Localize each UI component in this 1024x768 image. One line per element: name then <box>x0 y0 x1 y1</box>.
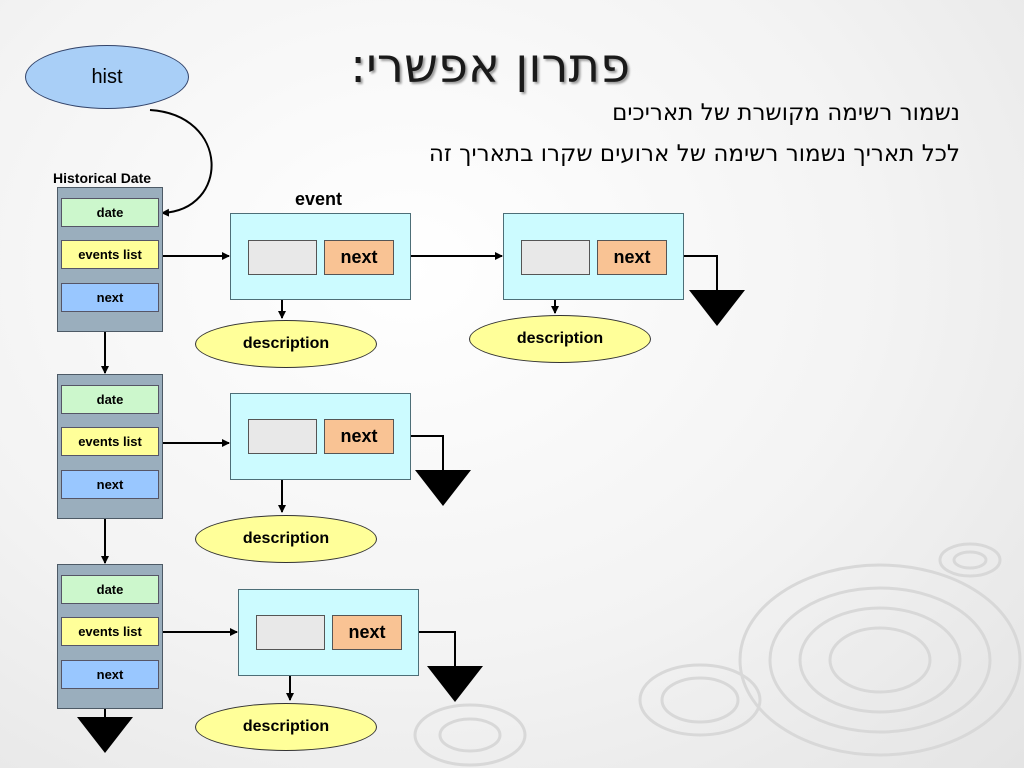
date-field: date <box>61 575 159 604</box>
null-triangle-events-1 <box>689 290 745 326</box>
event-next-box: next <box>332 615 402 650</box>
description-ellipse-1: description <box>195 320 377 368</box>
date-field: date <box>61 385 159 414</box>
event-pointer-box <box>248 419 317 454</box>
events-list-field: events list <box>61 617 159 646</box>
null-triangle-events-3 <box>427 666 483 702</box>
next-field: next <box>61 660 159 689</box>
event-next-box: next <box>324 240 394 275</box>
date-node-2: date events list next <box>57 374 163 519</box>
description-line-1: נשמור רשימה מקושרת של תאריכים <box>612 100 960 126</box>
date-node-1: date events list next <box>57 187 163 332</box>
date-field: date <box>61 198 159 227</box>
event-node-3: next <box>230 393 411 480</box>
event-node-1: next <box>230 213 411 300</box>
events-list-field: events list <box>61 427 159 456</box>
event-pointer-box <box>521 240 590 275</box>
event-next-box: next <box>324 419 394 454</box>
null-triangle-dates <box>77 717 133 753</box>
description-ellipse-4: description <box>195 703 377 751</box>
event-next-null-line-4 <box>401 631 456 666</box>
event-node-2: next <box>503 213 684 300</box>
slide-title: פתרון אפשרי: <box>349 38 631 94</box>
null-triangle-events-2 <box>415 470 471 506</box>
next-field: next <box>61 283 159 312</box>
historical-date-label: Historical Date <box>53 170 152 186</box>
event-next-box: next <box>597 240 667 275</box>
description-ellipse-2: description <box>469 315 651 363</box>
description-ellipse-3: description <box>195 515 377 563</box>
event-pointer-box <box>248 240 317 275</box>
hist-pointer-arrow <box>149 109 213 217</box>
next-field: next <box>61 470 159 499</box>
date-node-3: date events list next <box>57 564 163 709</box>
description-line-2: לכל תאריך נשמור רשימה של ארועים שקרו בתא… <box>428 141 960 167</box>
event-node-4: next <box>238 589 419 676</box>
event-label: event <box>295 189 343 209</box>
events-list-field: events list <box>61 240 159 269</box>
event-pointer-box <box>256 615 325 650</box>
hist-node: hist <box>25 45 189 109</box>
